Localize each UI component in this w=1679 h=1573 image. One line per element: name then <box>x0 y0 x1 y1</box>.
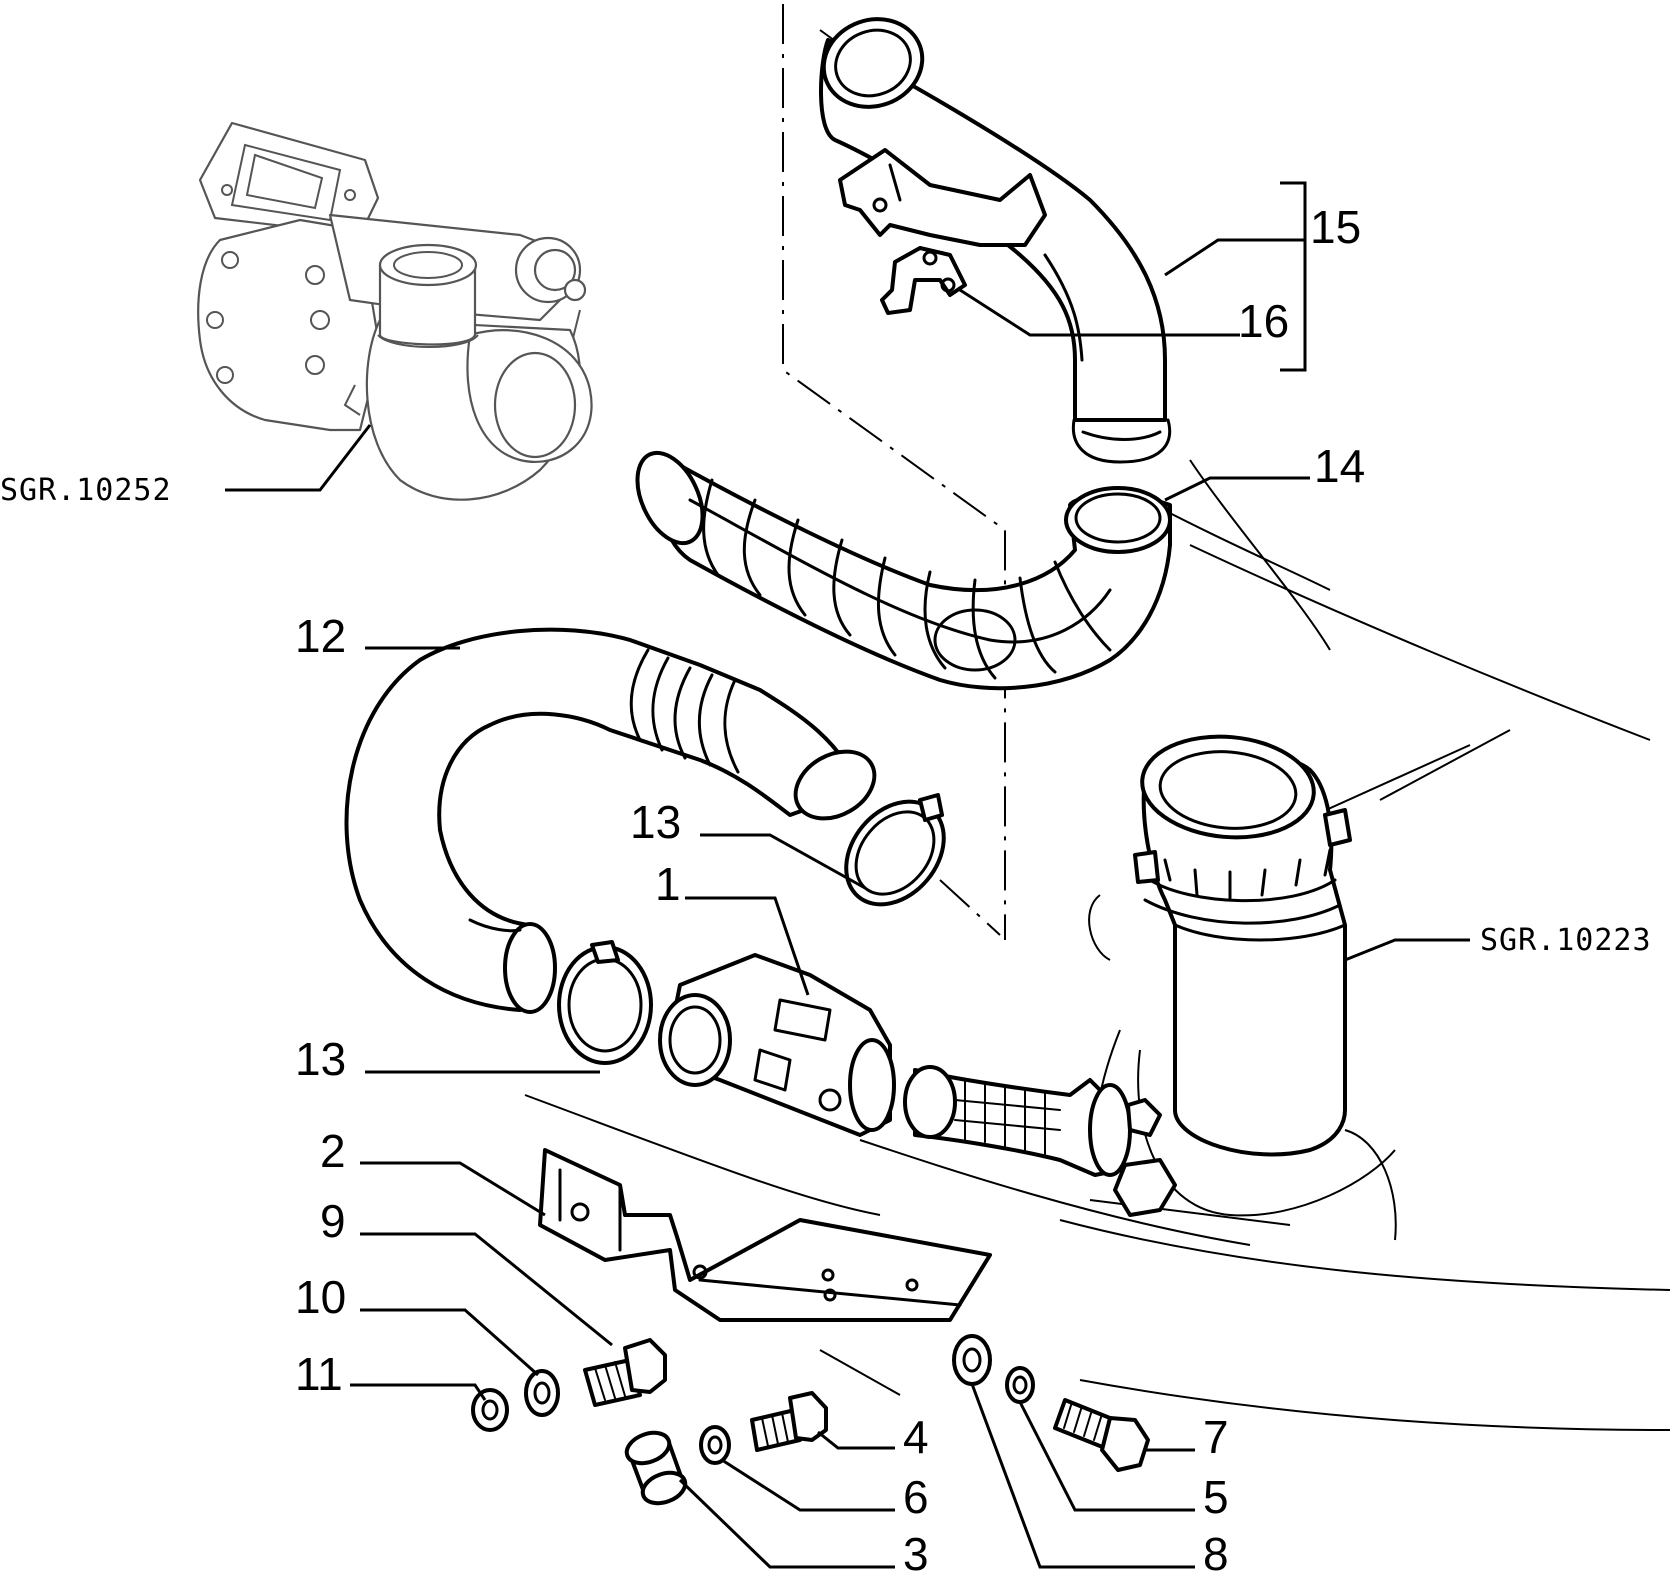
callout-15: 15 <box>1310 201 1361 253</box>
ref-air-filter-label: SGR.10223 <box>1480 923 1652 958</box>
part-13-clamp-lower <box>557 940 653 1065</box>
part-9-bolt <box>583 1338 667 1407</box>
callout-13-lower: 13 <box>295 1033 346 1085</box>
callout-11: 11 <box>295 1348 343 1400</box>
part-16-clip <box>880 246 967 315</box>
part-4-bolt <box>750 1391 828 1452</box>
callout-9: 9 <box>320 1195 346 1247</box>
ref-turbo-label: SGR.10252 <box>0 473 172 508</box>
part-15-intake-pipe <box>819 17 1172 464</box>
callout-12: 12 <box>295 610 346 662</box>
callout-10: 10 <box>295 1271 346 1323</box>
part-2-bracket <box>538 1148 992 1322</box>
part-3-spacer <box>624 1430 688 1506</box>
callout-14: 14 <box>1314 440 1365 492</box>
part-14-corrugated-hose <box>635 450 1172 691</box>
callout-16: 16 <box>1238 295 1289 347</box>
part-11-nut <box>471 1388 509 1432</box>
callout-3: 3 <box>903 1528 929 1573</box>
part-13-clamp-upper <box>844 793 946 907</box>
part-12-rubber-hose <box>344 627 877 1014</box>
callout-13-upper: 13 <box>630 796 681 848</box>
turbocharger-illustration <box>197 121 593 501</box>
leader-lines <box>225 181 1470 1569</box>
callout-4: 4 <box>903 1411 929 1463</box>
callout-2: 2 <box>320 1125 346 1177</box>
part-1-connector <box>658 953 896 1137</box>
callout-8: 8 <box>1203 1528 1229 1573</box>
callout-1: 1 <box>655 858 681 910</box>
part-10-washer <box>524 1369 560 1417</box>
corrugated-tube-to-filter <box>903 1065 1177 1217</box>
callout-5: 5 <box>1203 1471 1229 1523</box>
part-5-lock-washer <box>1005 1366 1035 1404</box>
part-6-washer <box>699 1425 731 1465</box>
part-7-bolt <box>1053 1398 1150 1472</box>
air-filter-illustration <box>1088 734 1397 1241</box>
part-8-washer <box>952 1334 992 1386</box>
callout-7: 7 <box>1203 1411 1229 1463</box>
callout-6: 6 <box>903 1471 929 1523</box>
